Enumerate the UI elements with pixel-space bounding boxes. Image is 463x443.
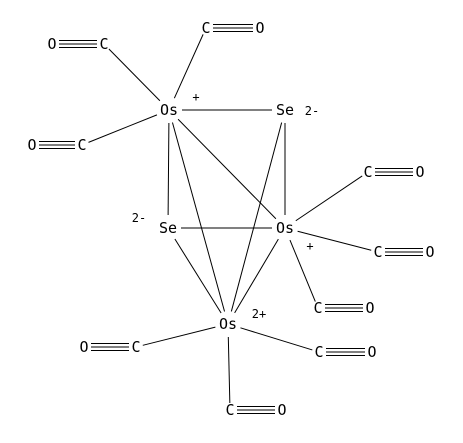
- charge-label-os1: +: [192, 90, 199, 104]
- bond-se2-os3: [230, 122, 283, 312]
- bond-os2-c_d: [295, 175, 363, 222]
- atom-label-se1: Se: [159, 219, 177, 237]
- charge-label-os2: +: [306, 239, 313, 253]
- bond-os1-c_c: [88, 114, 158, 143]
- atom-label-o_d: O: [415, 163, 424, 181]
- bond-os1-se1: [167, 122, 170, 216]
- atom-label-c_d: C: [363, 163, 372, 181]
- bond-os2-os3: [234, 238, 279, 314]
- bond-os1-c_b: [173, 34, 204, 99]
- atom-label-os3: Os: [219, 315, 237, 333]
- bond-layer: [39, 24, 423, 414]
- atom-label-c_a: C: [99, 35, 108, 53]
- bond-os1-os2: [177, 118, 277, 220]
- bond-os3-c_h: [240, 327, 313, 351]
- atom-label-c_e: C: [373, 243, 382, 261]
- charge-label-os3: 2+: [252, 307, 266, 321]
- atom-label-c_b: C: [201, 19, 210, 37]
- atom-label-os2: Os: [276, 219, 294, 237]
- atom-label-o_b: O: [255, 19, 264, 37]
- atom-label-c_f: C: [313, 299, 322, 317]
- atom-label-c_h: C: [314, 343, 323, 361]
- bond-os1-os3: [171, 122, 226, 312]
- atom-label-o_e: O: [425, 243, 434, 261]
- atom-label-c_i: C: [225, 401, 234, 419]
- bond-os3-c_i: [227, 336, 231, 404]
- charge-label-se2: 2-: [305, 104, 319, 118]
- bond-se1-os3: [174, 238, 222, 314]
- atom-label-c_c: C: [77, 136, 86, 154]
- atom-label-o_g: O: [79, 338, 88, 356]
- atom-label-os1: Os: [160, 101, 178, 119]
- atom-layer: Os + Os + Os 2+ Se 2- Se 2- C O C O C O C O C O C O C O C O C O: [27, 19, 434, 419]
- bond-os3-c_g: [142, 326, 216, 346]
- atom-label-o_i: O: [277, 401, 286, 419]
- bond-os2-c_e: [297, 230, 372, 251]
- atom-label-c_g: C: [131, 338, 140, 356]
- atom-label-o_f: O: [365, 299, 374, 317]
- charge-label-se1: 2-: [132, 211, 146, 225]
- atom-label-o_a: O: [47, 35, 56, 53]
- atom-label-o_h: O: [367, 343, 376, 361]
- bond-os1-c_a: [108, 48, 161, 102]
- atom-label-se2: Se: [276, 101, 294, 119]
- bond-os2-c_f: [289, 239, 316, 302]
- atom-label-o_c: O: [27, 136, 36, 154]
